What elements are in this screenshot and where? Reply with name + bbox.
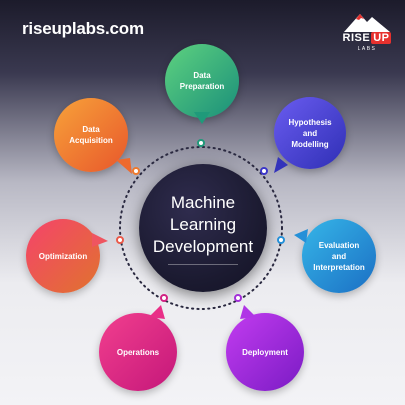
ring-node-operations [160, 294, 168, 302]
center-hub: Machine Learning Development [139, 164, 267, 292]
stage-label: Optimization [38, 251, 88, 261]
stage-hypothesis-modelling[interactable]: Hypothesis and Modelling [274, 97, 346, 173]
stage-data-acquisition[interactable]: Data Acquisition [54, 98, 132, 174]
ring-node-hypothesis [260, 167, 268, 175]
bubble-tail [240, 305, 256, 319]
stage-label: Deployment [242, 347, 288, 357]
logo-word-up: UP [371, 32, 392, 44]
ring-node-optimization [116, 236, 124, 244]
stage-label: Data Acquisition [69, 125, 113, 145]
stage-deployment[interactable]: Deployment [226, 305, 304, 391]
bubble-tail [194, 112, 210, 124]
stage-label: Evaluation and Interpretation [313, 240, 365, 272]
center-underline [168, 263, 238, 265]
bubble-tail [274, 157, 288, 173]
ring-node-evaluation [277, 236, 285, 244]
site-domain[interactable]: riseuplabs.com [22, 19, 144, 38]
logo-word-rise: RISE [342, 32, 371, 44]
bubble-tail [149, 305, 165, 319]
ring-node-deployment [234, 294, 242, 302]
stage-label: Hypothesis and Modelling [288, 117, 332, 149]
stage-label: Data Preparation [179, 71, 225, 91]
mountain-icon [344, 14, 390, 32]
stage-operations[interactable]: Operations [99, 305, 177, 391]
stage-optimization[interactable]: Optimization [26, 219, 108, 293]
bubble-tail [116, 158, 132, 174]
bubble-tail [92, 233, 108, 247]
ring-node-acquisition [132, 167, 140, 175]
center-title: Machine Learning Development [152, 192, 254, 256]
logo-sub: LABS [357, 46, 377, 52]
stage-data-preparation[interactable]: Data Preparation [165, 44, 239, 124]
bubble-tail [294, 229, 308, 243]
stage-label: Operations [116, 347, 160, 357]
stage-evaluation-interpretation[interactable]: Evaluation and Interpretation [294, 219, 376, 293]
ring-node-data-preparation [197, 139, 205, 147]
